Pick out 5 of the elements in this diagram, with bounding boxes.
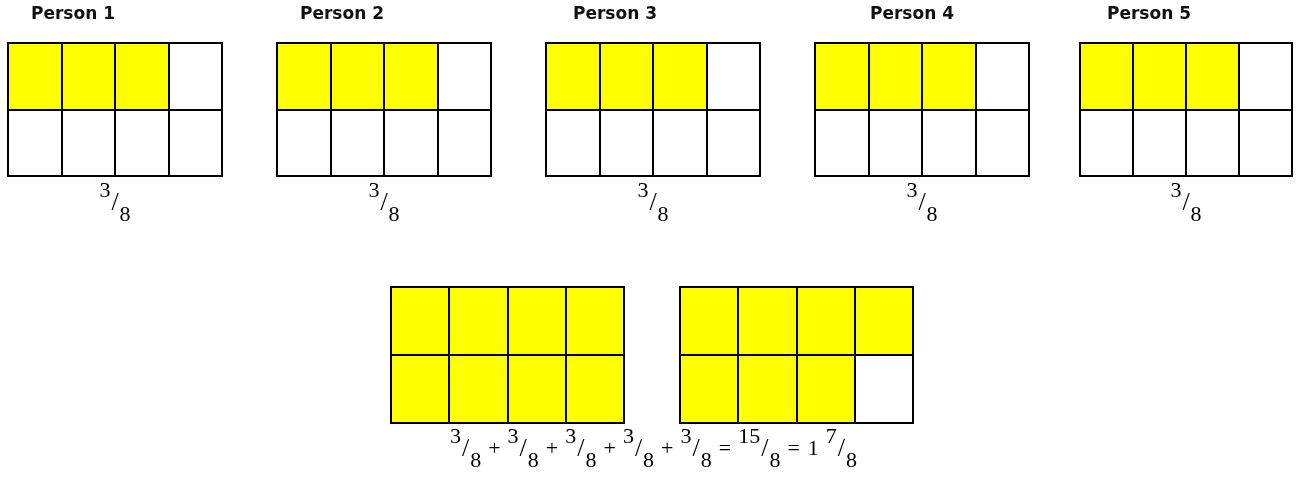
- person-heading: Person 4: [870, 2, 955, 25]
- person-heading: Person 2: [300, 2, 385, 25]
- person-heading: Person 3: [573, 2, 658, 25]
- person-heading: Person 5: [1107, 2, 1192, 25]
- person-heading: Person 1: [31, 2, 116, 25]
